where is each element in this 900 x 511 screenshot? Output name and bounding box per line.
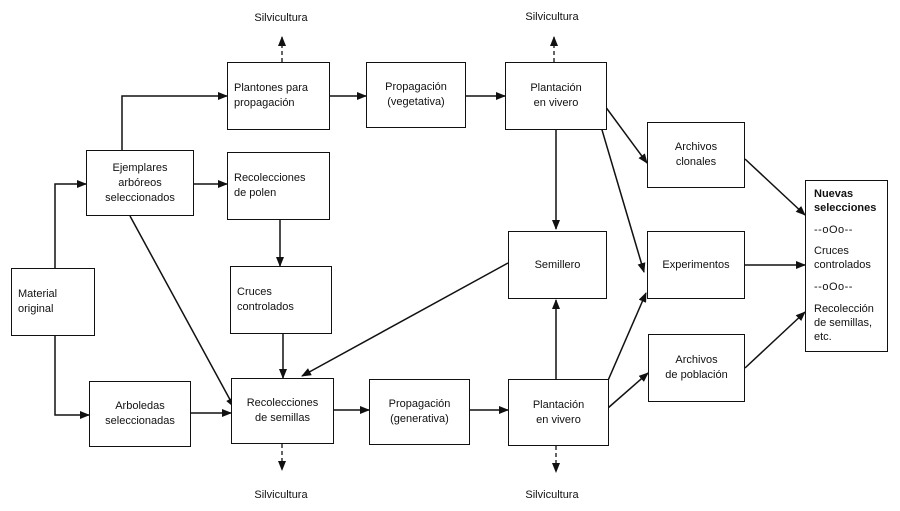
results-separator-1: --oOo-- [814, 224, 853, 236]
arrow-poblacion-resultados [744, 311, 806, 369]
arrow-plantacion-bottom-poblacion [607, 372, 649, 409]
results-controlados: controlados [814, 259, 871, 271]
results-selecciones: selecciones [814, 202, 877, 214]
results-separator-2: --oOo-- [814, 281, 853, 293]
cruces-label: Cruces controlados [237, 286, 294, 313]
box-propagacion-generativa: Propagación (generativa) [369, 379, 470, 445]
arrow-plantacion-clonales [601, 101, 648, 164]
prop-generativa-label: Propagación (generativa) [388, 398, 451, 425]
box-plantones-propagacion: Plantones para propagación [227, 62, 330, 130]
arrow-plantacion-bottom-experimentos [602, 292, 647, 393]
prop-vegetativa-label: Propagación (vegetativa) [385, 81, 447, 108]
box-ejemplares-arboreos: Ejemplares arbóreos seleccionados [86, 150, 194, 216]
arrow-clonales-resultados [744, 158, 806, 216]
results-cruces: Cruces [814, 245, 849, 257]
box-plantacion-vivero-top: Plantación en vivero [505, 62, 607, 130]
arrow-material-arboledas [54, 336, 90, 419]
box-arboledas-seleccionadas: Arboledas seleccionadas [89, 381, 191, 447]
box-archivos-clonales: Archivos clonales [647, 122, 745, 188]
box-experimentos: Experimentos [647, 231, 745, 299]
box-cruces-controlados: Cruces controlados [230, 266, 332, 334]
results-nuevas: Nuevas [814, 188, 854, 200]
semillero-label: Semillero [534, 258, 581, 271]
experimentos-label: Experimentos [662, 258, 730, 271]
arrow-ejemplares-plantones [121, 92, 228, 150]
plantacion-top-label: Plantación en vivero [530, 82, 582, 109]
plantones-label: Plantones para propagación [234, 82, 308, 109]
box-material-original: Material original [11, 268, 95, 336]
ejemplares-label: Ejemplares arbóreos seleccionados [105, 161, 175, 204]
box-propagacion-vegetativa: Propagación (vegetativa) [366, 62, 466, 128]
material-original-label: Material original [18, 288, 58, 315]
box-resultados: Nuevas selecciones --oOo-- Cruces contro… [805, 180, 888, 352]
arrow-plantacion-experimentos [596, 112, 646, 273]
recolecciones-semillas-label: Recolecciones de semillas [246, 397, 319, 424]
arrow-semillero-semillas [301, 262, 509, 377]
box-semillero: Semillero [508, 231, 607, 299]
arrow-ejemplares-semillas [129, 215, 235, 408]
arrow-material-ejemplares [54, 180, 87, 268]
results-semillas: de semillas, [814, 317, 873, 329]
silvicultura-label-top-left: Silvicultura [254, 12, 308, 24]
recolecciones-polen-label: Recolecciones de polen [234, 172, 306, 199]
silvicultura-label-bottom-right: Silvicultura [525, 489, 579, 501]
silvicultura-label-top-right: Silvicultura [525, 11, 579, 23]
plantacion-bottom-label: Plantación en vivero [532, 398, 585, 426]
box-plantacion-vivero-bottom: Plantación en vivero [508, 379, 609, 446]
archivos-poblacion-label: Archivos de población [665, 354, 728, 381]
box-recolecciones-polen: Recolecciones de polen [227, 152, 330, 220]
arboledas-label: Arboledas seleccionadas [105, 400, 175, 427]
results-recoleccion: Recolección [814, 303, 874, 315]
silvicultura-label-bottom-left: Silvicultura [254, 489, 308, 501]
box-recolecciones-semillas: Recolecciones de semillas [231, 378, 334, 444]
box-archivos-poblacion: Archivos de población [648, 334, 745, 402]
results-etc: etc. [814, 331, 832, 343]
archivos-clonales-label: Archivos clonales [674, 141, 718, 168]
